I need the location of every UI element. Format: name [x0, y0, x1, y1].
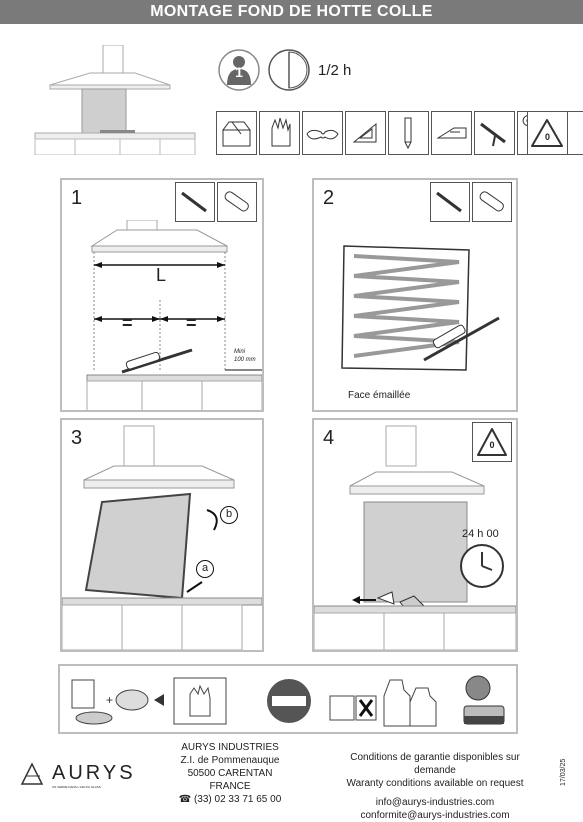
step-number: 4 [323, 427, 335, 449]
mini-label: Mini [234, 349, 246, 355]
pencil-icon [388, 111, 429, 155]
safety-glasses-icon [302, 111, 343, 155]
gloves-icon [259, 111, 300, 155]
warranty-info: Conditions de garantie disponibles sur d… [330, 751, 540, 822]
address-line2: 50500 CARENTAN [187, 768, 273, 779]
person-icon [218, 49, 260, 91]
caulking-gun-icon [430, 182, 470, 222]
step-1-illustration [86, 220, 262, 410]
solvent-triangle-icon: 0 [472, 422, 512, 462]
caulking-gun-icon [474, 111, 515, 155]
step-number: 2 [323, 187, 335, 209]
step-number: 1 [71, 187, 83, 209]
company-name: AURYS INDUSTRIES [181, 742, 279, 753]
tools-row: SILICONE Silicone neutre [216, 111, 583, 155]
step-1-panel: 1 L = = Mini 100 mm [60, 178, 264, 412]
solvent-triangle-icon: 0 [527, 111, 568, 155]
page-title: MONTAGE FOND DE HOTTE COLLE [0, 0, 583, 24]
dimension-length: L [156, 265, 167, 285]
phone-icon: ☎ [178, 794, 194, 805]
phone-number: ☎ (33) 02 33 71 65 00 [178, 794, 282, 805]
address-country: FRANCE [209, 781, 251, 792]
set-square-icon [345, 111, 386, 155]
arrow-b-marker: b [220, 506, 238, 524]
warranty-fr: Conditions de garantie disponibles sur d… [350, 752, 520, 776]
info-email[interactable]: info@aurys-industries.com [375, 797, 495, 808]
svg-text:+: + [106, 693, 113, 707]
step-2-illustration [341, 245, 500, 371]
silicone-tube-icon [217, 182, 257, 222]
step-4-illustration [314, 425, 516, 650]
silicone-tube-icon [472, 182, 512, 222]
toolbox-icon [216, 111, 257, 155]
scouring-pad-icon [463, 675, 505, 725]
document-reference: 17/03/25 [560, 758, 567, 786]
step-2-panel: 2 Face émaillée [312, 178, 518, 412]
mini-distance: 100 mm [234, 357, 256, 363]
forbidden-chemicals-icon [329, 679, 437, 727]
step-3-panel: 3 b a [60, 418, 264, 652]
logo-text: AURYS [52, 762, 136, 784]
address-line1: Z.I. de Pommenauque [180, 755, 280, 766]
company-address: AURYS INDUSTRIES Z.I. de Pommenauque 505… [160, 741, 300, 806]
persons-count: 1 [235, 64, 243, 80]
step-4-panel: 4 0 24 h 00 [312, 418, 518, 652]
conformite-email[interactable]: conformite@aurys-industries.com [360, 810, 510, 821]
install-time: 1/2 h [318, 62, 352, 79]
step-number: 3 [71, 427, 83, 449]
no-entry-icon [267, 679, 311, 723]
equal-right: = [186, 313, 197, 333]
cleaning-instructions-panel: + [58, 664, 518, 734]
kitchen-hood-illustration [34, 45, 196, 155]
half-hour-clock-icon [268, 49, 310, 91]
cleaning-method-illustration: + [71, 677, 227, 725]
step-3-illustration [62, 425, 262, 650]
cutter-knife-icon [431, 111, 472, 155]
equal-left: = [122, 313, 133, 333]
face-enamelled-label: Face émaillée [348, 390, 411, 401]
warranty-en: Waranty conditions available on request [346, 778, 524, 789]
logo-tagline: UN VERRE DANS L'AIR DU GLASS [52, 785, 101, 789]
cure-time: 24 h 00 [462, 528, 499, 540]
aurys-logo: AURYS UN VERRE DANS L'AIR DU GLASS [20, 758, 140, 790]
caulking-gun-icon [175, 182, 215, 222]
arrow-a-marker: a [196, 560, 214, 578]
